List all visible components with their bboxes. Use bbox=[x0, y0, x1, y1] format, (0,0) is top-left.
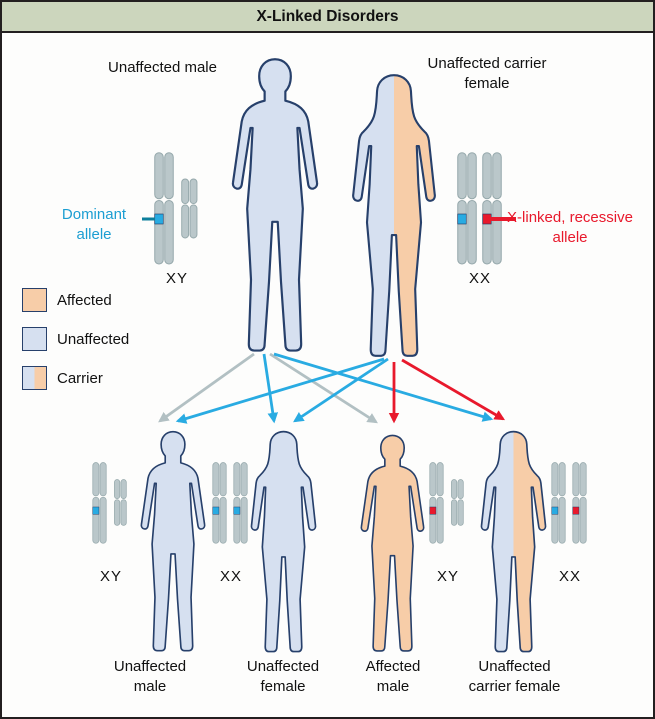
legend-item-carrier: Carrier bbox=[22, 366, 129, 390]
x-chromosome-dominant-icon bbox=[154, 152, 174, 265]
child-4-karyotype-label: XX bbox=[558, 568, 581, 585]
father-karyotype-diagram bbox=[154, 152, 198, 265]
child-1-karyotype-label: XY bbox=[99, 568, 122, 585]
x-chromosome-dominant-icon bbox=[212, 462, 227, 544]
carrier-swatch-icon bbox=[22, 366, 47, 390]
child-1-label: Unaffected male bbox=[113, 658, 187, 695]
arrow-father-x-to-child2 bbox=[262, 353, 279, 424]
legend-item-affected: Affected bbox=[22, 288, 129, 312]
x-chromosome-recessive-icon bbox=[482, 152, 502, 265]
x-chromosome-recessive-icon bbox=[429, 462, 444, 544]
mother-label: Unaffected carrier female bbox=[427, 55, 547, 92]
child-2-label: Unaffected female bbox=[246, 658, 320, 695]
legend-item-unaffected: Unaffected bbox=[22, 327, 129, 351]
mother-figure bbox=[352, 74, 436, 357]
x-chromosome-dominant-icon bbox=[457, 152, 477, 265]
child-1-karyotype-diagram bbox=[92, 462, 127, 544]
child-3-karyotype-label: XY bbox=[436, 568, 459, 585]
child-2-figure bbox=[250, 430, 317, 653]
mother-right-half bbox=[394, 75, 435, 356]
x-chromosome-dominant-icon bbox=[233, 462, 248, 544]
child-4-figure bbox=[480, 430, 547, 653]
father-silhouette bbox=[231, 58, 319, 352]
y-chromosome-icon bbox=[181, 178, 198, 239]
mother-karyotype-label: XX bbox=[468, 270, 491, 287]
affected-swatch-icon bbox=[22, 288, 47, 312]
child-1-silhouette bbox=[140, 430, 206, 652]
child-2-silhouette bbox=[250, 430, 317, 653]
x-chromosome-dominant-icon bbox=[551, 462, 566, 544]
child-2-karyotype-diagram bbox=[212, 462, 248, 544]
father-figure bbox=[231, 58, 319, 352]
child-4-right-half bbox=[513, 431, 546, 652]
child-3-label: Affected male bbox=[365, 658, 421, 695]
father-karyotype-label: XY bbox=[165, 270, 188, 287]
legend-label-affected: Affected bbox=[57, 291, 112, 309]
title-bar: X-Linked Disorders bbox=[2, 2, 653, 33]
child-1-figure bbox=[140, 430, 206, 652]
legend: Affected Unaffected Carrier bbox=[22, 288, 129, 405]
page-title: X-Linked Disorders bbox=[256, 7, 399, 25]
x-chromosome-dominant-icon bbox=[92, 462, 107, 544]
arrow-father-y-to-child1 bbox=[158, 352, 255, 423]
legend-label-unaffected: Unaffected bbox=[57, 330, 130, 348]
arrow-mother-recessive-x-to-child4 bbox=[401, 358, 506, 421]
child-3-karyotype-diagram bbox=[429, 462, 464, 544]
recessive-allele-callout: X-linked, recessive allele bbox=[507, 209, 633, 246]
arrow-mother-x-to-child2 bbox=[293, 357, 389, 423]
arrow-father-y-to-child3 bbox=[269, 352, 378, 424]
child-4-karyotype-diagram bbox=[551, 462, 587, 544]
mother-karyotype-diagram bbox=[457, 152, 502, 265]
unaffected-swatch-icon bbox=[22, 327, 47, 351]
y-chromosome-icon bbox=[114, 479, 127, 526]
x-chromosome-recessive-icon bbox=[572, 462, 587, 544]
child-4-label: Unaffected carrier female bbox=[468, 658, 561, 695]
child-3-silhouette bbox=[360, 434, 425, 652]
father-label: Unaffected male bbox=[108, 59, 217, 76]
child-3-figure bbox=[360, 434, 425, 652]
child-2-karyotype-label: XX bbox=[219, 568, 242, 585]
arrow-father-x-to-child4 bbox=[273, 352, 494, 422]
arrow-mother-x-to-child1 bbox=[175, 357, 385, 424]
dominant-allele-callout: Dominant allele bbox=[61, 206, 127, 243]
y-chromosome-icon bbox=[451, 479, 464, 526]
legend-label-carrier: Carrier bbox=[57, 369, 103, 387]
